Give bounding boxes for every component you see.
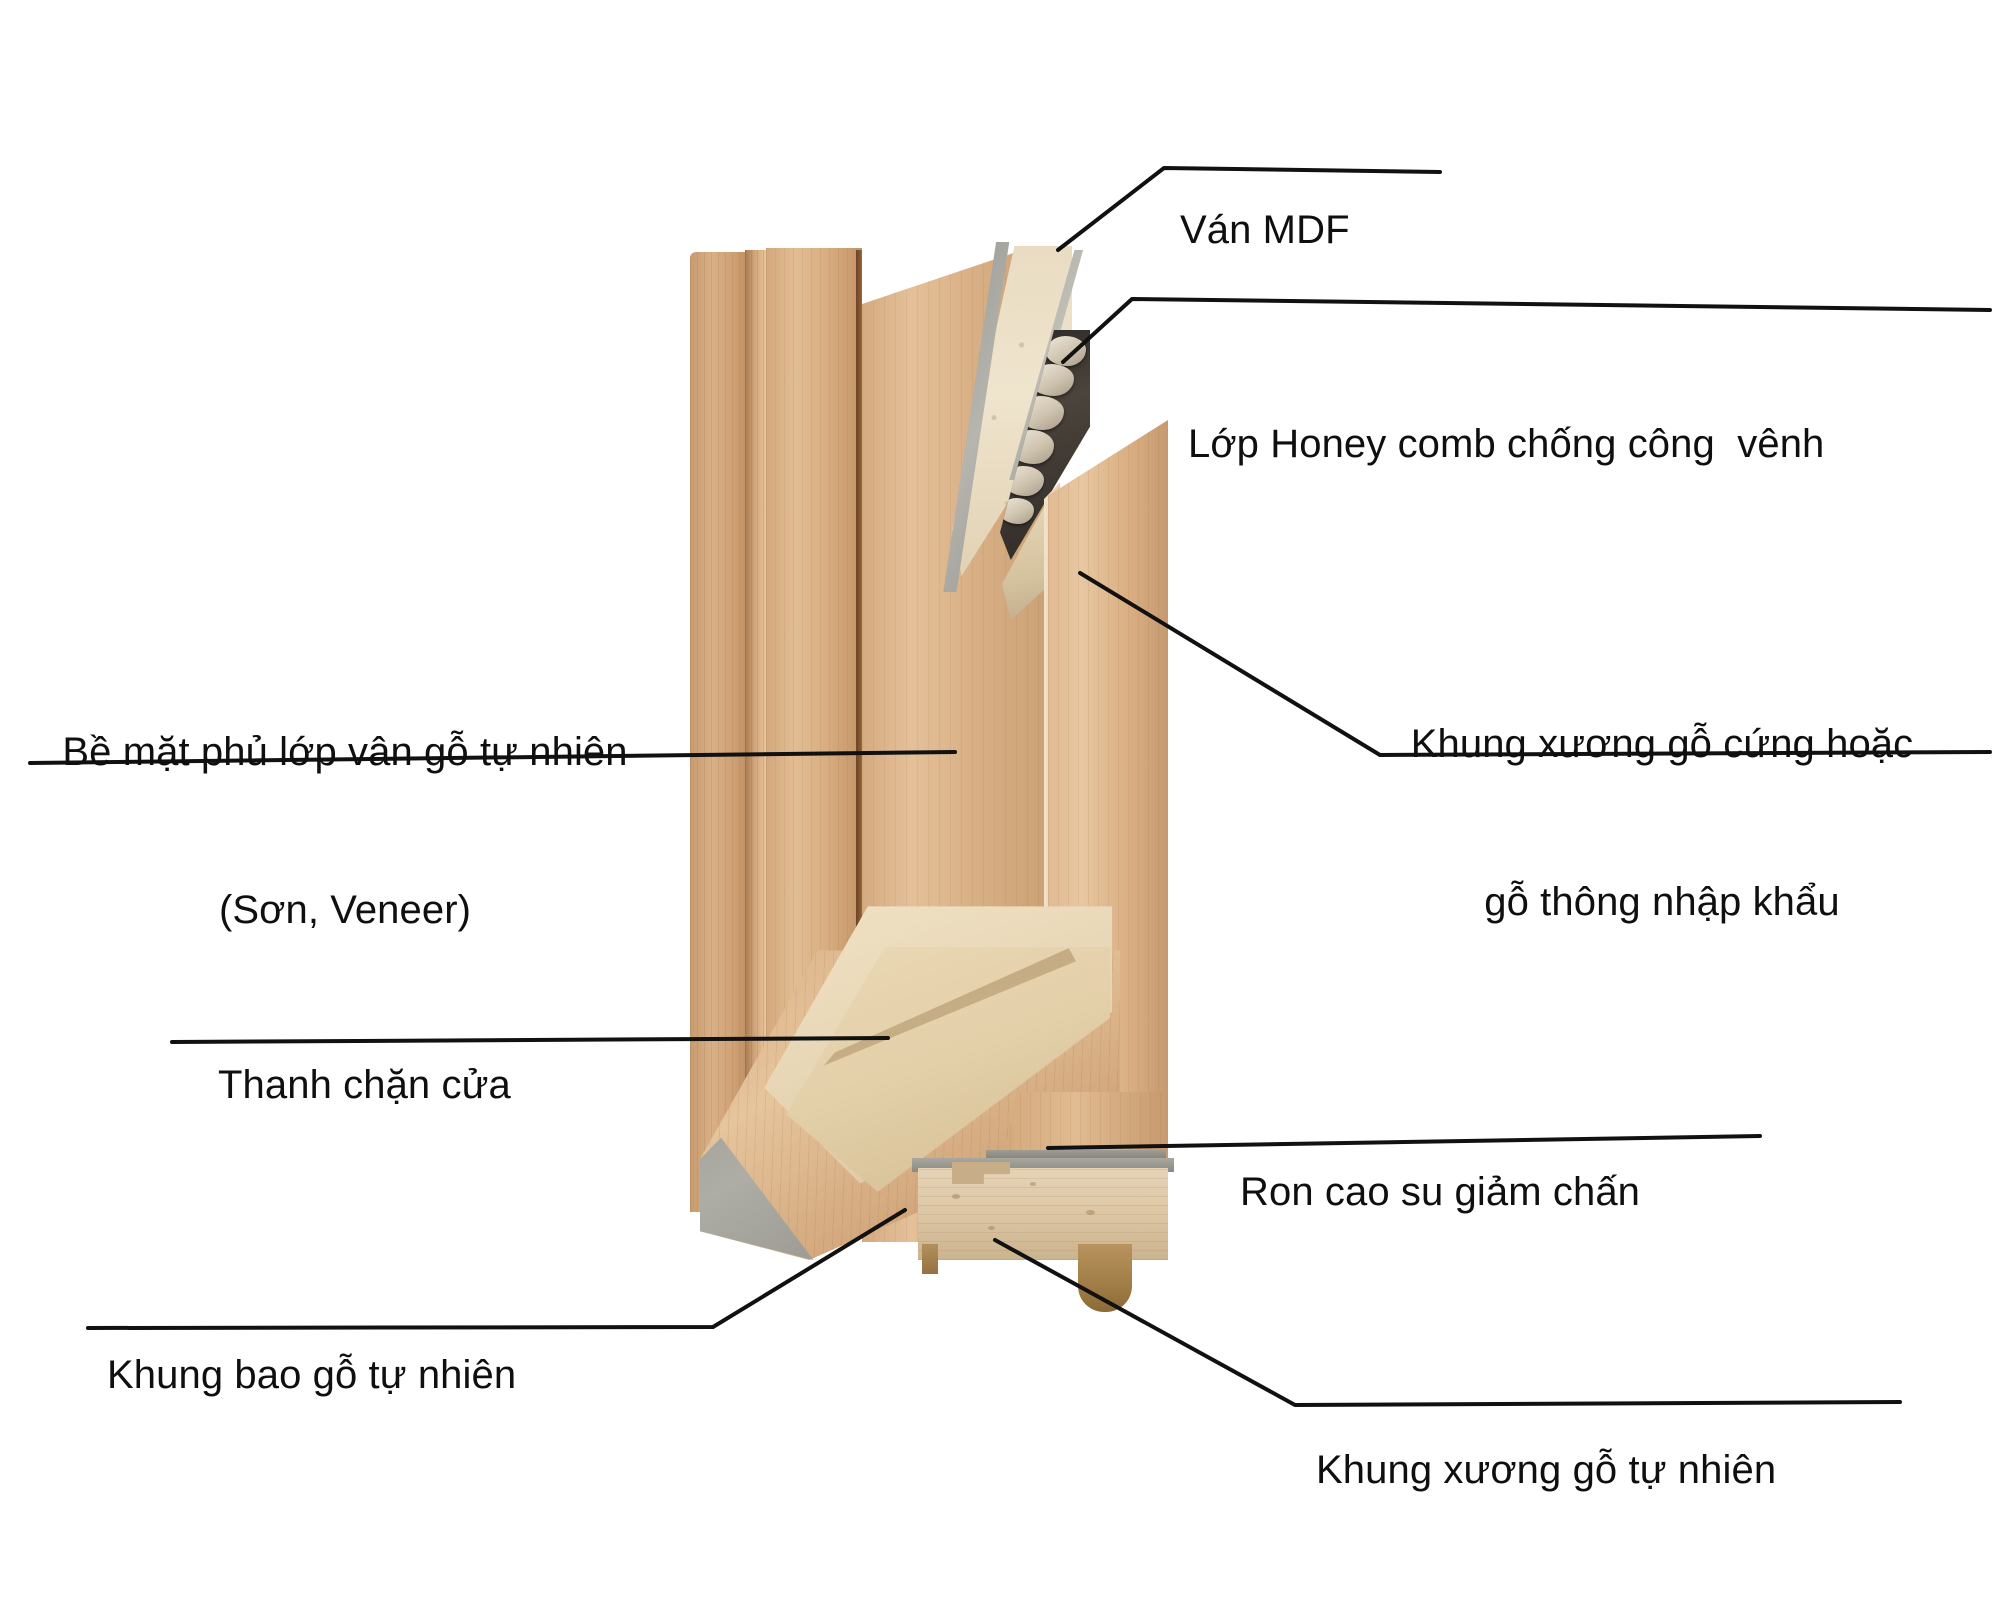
door-casing-outer <box>690 252 752 1212</box>
callout-thanh-chan-cua-line-1: Thanh chặn cửa <box>218 1062 511 1107</box>
callout-khung-xuong-cung-line-1: Khung xương gỗ cứng hoặc <box>1410 721 1914 766</box>
callout-khung-xuong-cung-line-2: gỗ thông nhập khẩu <box>1484 879 1840 924</box>
callout-khung-xuong-cung: Khung xương gỗ cứng hoặc gỗ thông nhập k… <box>1352 612 1972 1034</box>
callout-thanh-chan-cua: Thanh chặn cửa <box>218 953 511 1217</box>
callout-ron-cao-su: Ron cao su giảm chấn <box>1240 1060 1640 1324</box>
sill-foot-block <box>1078 1244 1132 1312</box>
sill-foot-block-left <box>922 1244 938 1274</box>
callout-ron-cao-su-line-1: Ron cao su giảm chấn <box>1240 1169 1641 1214</box>
callout-van-mdf-line-1: Ván MDF <box>1180 207 1350 252</box>
callout-khung-bao: Khung bao gỗ tự nhiên <box>107 1243 516 1507</box>
callout-lop-honeycomb: Lớp Honey comb chống công vênh <box>1188 312 1824 576</box>
callout-khung-bao-line-1: Khung bao gỗ tự nhiên <box>107 1352 517 1397</box>
casing-shadow-line <box>856 250 864 1212</box>
callout-be-mat-phu-line-2: (Sơn, Veneer) <box>218 887 472 932</box>
callout-be-mat-phu-line-1: Bề mặt phủ lớp vân gỗ tự nhiên <box>62 729 628 774</box>
callout-lop-honeycomb-line-1: Lớp Honey comb chống công vênh <box>1188 421 1825 466</box>
callout-khung-xuong-tu-nhien-line-1: Khung xương gỗ tự nhiên <box>1316 1447 1777 1492</box>
callout-khung-xuong-tu-nhien: Khung xương gỗ tự nhiên <box>1316 1338 1776 1600</box>
